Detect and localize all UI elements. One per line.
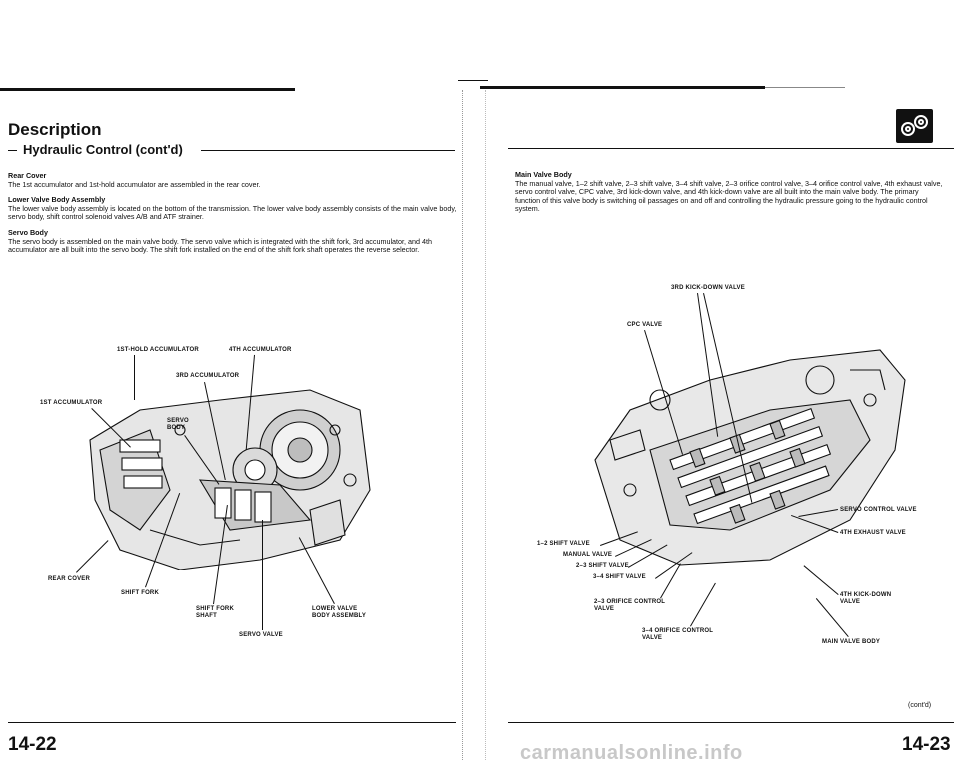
label-4th-kick-down-line1: 4TH KICK-DOWN xyxy=(840,592,892,598)
subtitle-text: Hydraulic Control (cont'd) xyxy=(23,142,183,157)
label-4th-exhaust-valve: 4TH EXHAUST VALVE xyxy=(840,530,906,536)
label-shift-fork-shaft-line2: SHAFT xyxy=(196,613,217,619)
label-4th-kick-down-valve: 4TH KICK-DOWN VALVE xyxy=(840,592,891,606)
top-rule-right-thin xyxy=(765,87,845,88)
heading-lower-valve-body: Lower Valve Body Assembly xyxy=(8,195,106,205)
section-rear-cover: Rear Cover The 1st accumulator and 1st-h… xyxy=(8,171,458,189)
label-4th-kick-down-line2: VALVE xyxy=(840,599,861,605)
binding-gutter xyxy=(462,90,486,760)
label-servo-valve: SERVO VALVE xyxy=(239,632,283,638)
label-3-4-orifice-line2: VALVE xyxy=(642,635,663,641)
right-header-rule xyxy=(508,148,954,149)
label-lower-valve-line2: BODY ASSEMBLY xyxy=(312,613,367,619)
page-number-left: 14-22 xyxy=(8,734,57,755)
label-4th-accumulator: 4TH ACCUMULATOR xyxy=(229,347,292,353)
label-3-4-orifice-control-valve: 3–4 ORIFICE CONTROL VALVE xyxy=(642,628,713,642)
bottom-rule-right xyxy=(508,722,954,723)
label-main-valve-body: MAIN VALVE BODY xyxy=(822,639,881,645)
body-servo-body: The servo body is assembled on the main … xyxy=(8,236,433,255)
label-3rd-accumulator: 3RD ACCUMULATOR xyxy=(176,373,240,379)
left-text-block: Rear Cover The 1st accumulator and 1st-h… xyxy=(8,171,458,255)
label-lower-valve-body-assembly: LOWER VALVE BODY ASSEMBLY xyxy=(312,606,366,620)
label-3-4-orifice-line1: 3–4 ORIFICE CONTROL xyxy=(642,628,714,634)
chapter-icon xyxy=(896,109,933,143)
servo-body-illustration xyxy=(89,389,371,570)
label-servo-body-line2: BODY xyxy=(167,425,186,431)
leader xyxy=(690,582,716,627)
heading-servo-body: Servo Body xyxy=(8,227,48,237)
label-1st-hold-accumulator: 1ST-HOLD ACCUMULATOR xyxy=(117,347,199,353)
label-shift-fork-shaft: SHIFT FORK SHAFT xyxy=(196,606,234,620)
section-subtitle: Hydraulic Control (cont'd) xyxy=(8,142,455,158)
watermark: carmanualsonline.info xyxy=(520,742,743,764)
continued-note: (cont'd) xyxy=(908,702,932,709)
page-title: Description xyxy=(8,120,102,139)
label-servo-body-line1: SERVO xyxy=(167,418,189,424)
label-shift-fork: SHIFT FORK xyxy=(121,590,159,596)
heading-main-valve-body: Main Valve Body xyxy=(515,170,572,179)
right-text-block: Main Valve Body The manual valve, 1–2 sh… xyxy=(515,170,945,214)
label-servo-control-valve: SERVO CONTROL VALVE xyxy=(840,507,917,513)
bottom-rule-left xyxy=(8,722,456,723)
top-rule-right xyxy=(480,86,765,89)
page-number-right: 14-23 xyxy=(902,734,951,755)
label-manual-valve: MANUAL VALVE xyxy=(563,552,613,558)
label-shift-fork-shaft-line1: SHIFT FORK xyxy=(196,606,234,612)
heading-rear-cover: Rear Cover xyxy=(8,171,47,180)
leader xyxy=(134,355,135,400)
label-3rd-kick-down-valve: 3RD KICK-DOWN VALVE xyxy=(671,285,745,291)
label-1st-accumulator: 1ST ACCUMULATOR xyxy=(40,400,103,406)
section-lower-valve-body: Lower Valve Body Assembly The lower valv… xyxy=(8,196,458,222)
label-2-3-shift-valve: 2–3 SHIFT VALVE xyxy=(576,563,629,569)
label-1-2-shift-valve: 1–2 SHIFT VALVE xyxy=(537,541,590,547)
gutter-marker xyxy=(458,80,488,91)
label-cpc-valve: CPC VALVE xyxy=(627,322,663,328)
label-2-3-orifice-line2: VALVE xyxy=(594,606,615,612)
label-3-4-shift-valve: 3–4 SHIFT VALVE xyxy=(593,574,646,580)
label-rear-cover: REAR COVER xyxy=(48,576,91,582)
section-servo-body: Servo Body The servo body is assembled o… xyxy=(8,227,458,255)
body-main-valve-body: The manual valve, 1–2 shift valve, 2–3 s… xyxy=(515,178,943,214)
label-servo-body: SERVO BODY xyxy=(167,418,189,432)
body-rear-cover: The 1st accumulator and 1st-hold accumul… xyxy=(8,179,261,189)
section-main-valve-body: Main Valve Body The manual valve, 1–2 sh… xyxy=(515,170,945,214)
leader xyxy=(262,520,263,630)
label-lower-valve-line1: LOWER VALVE xyxy=(312,606,358,612)
label-2-3-orifice-line1: 2–3 ORIFICE CONTROL xyxy=(594,599,666,605)
body-lower-valve-body: The lower valve body assembly is located… xyxy=(8,203,457,222)
label-2-3-orifice-control-valve: 2–3 ORIFICE CONTROL VALVE xyxy=(594,599,665,613)
top-rule-left xyxy=(0,88,295,91)
